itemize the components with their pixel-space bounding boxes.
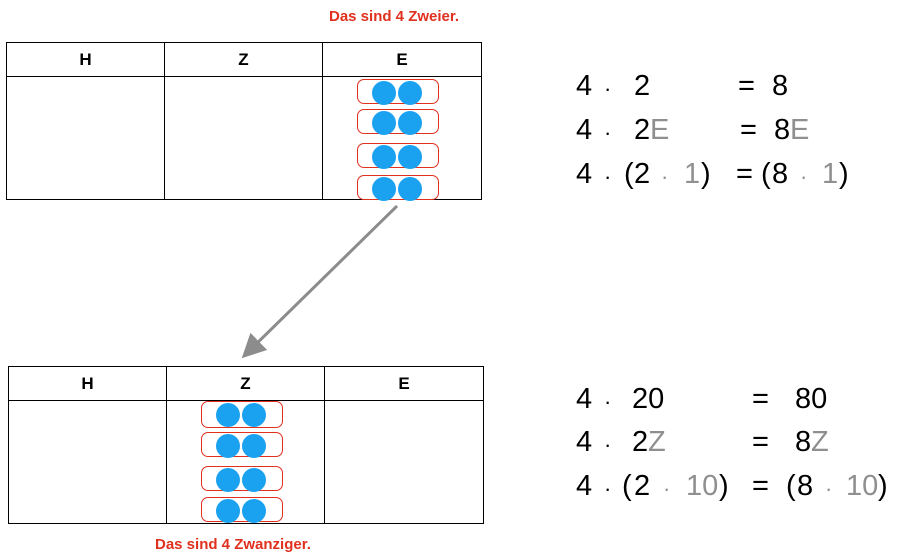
eq-bot-1-b: 20 — [632, 383, 665, 415]
top-place-value-table: H Z E — [6, 42, 482, 201]
eq-top-2-a: 4 — [576, 114, 593, 146]
eq-bot-2-r: 8 — [795, 426, 812, 458]
blue-dot — [372, 144, 396, 169]
eq-bot-2-eq: = — [752, 426, 769, 458]
eq-top-3-mul: · — [661, 164, 669, 189]
eq-bot-3-r: 8 — [797, 470, 814, 502]
eq-bot-3-rl: ( — [786, 470, 796, 502]
eq-bot-3-a: 4 — [576, 470, 593, 502]
eq-bot-2-r-unit: Z — [811, 426, 829, 458]
eq-bot-3-rmul: · — [825, 476, 833, 501]
eq-top-3-lp: ( — [624, 158, 634, 190]
group-of-two — [201, 497, 283, 523]
group-of-two — [357, 79, 439, 105]
header-z: Z — [166, 366, 325, 401]
group-of-two — [201, 401, 283, 428]
group-of-two — [201, 432, 283, 458]
eq-bot-3-rr: ) — [878, 470, 888, 502]
eq-bot-2-b-unit: Z — [648, 426, 666, 458]
eq-bot-3-lp: ( — [622, 470, 632, 502]
eq-top-1-a: 4 — [576, 70, 593, 102]
eq-bot-1-a: 4 — [576, 383, 593, 415]
eq-top-3-op: · — [604, 164, 612, 189]
eq-top-1-r: 8 — [772, 70, 789, 102]
eq-top-2-r: 8 — [774, 114, 791, 146]
header-h: H — [8, 366, 167, 401]
cell-h — [8, 400, 167, 524]
blue-dot — [216, 433, 240, 458]
group-of-two — [357, 109, 439, 135]
eq-top-3-eq: = — [736, 158, 753, 190]
blue-dot — [242, 433, 266, 458]
blue-dot — [398, 80, 422, 105]
eq-bot-3-runit: 10 — [846, 470, 879, 502]
blue-dot — [216, 402, 240, 427]
eq-bot-3-eq: = — [752, 470, 769, 502]
blue-dot — [372, 80, 396, 105]
blue-dot — [242, 498, 266, 523]
eq-bot-3-mul: · — [663, 476, 671, 501]
blue-dot — [242, 402, 266, 427]
group-of-two — [357, 143, 439, 169]
eq-top-2-b-unit: E — [650, 114, 670, 146]
group-of-two — [201, 466, 283, 492]
top-caption: Das sind 4 Zweier. — [329, 8, 460, 25]
blue-dot — [398, 176, 422, 201]
eq-bot-2-a: 4 — [576, 426, 593, 458]
blue-dot — [372, 110, 396, 135]
eq-bot-3-rp: ) — [719, 470, 729, 502]
cell-e — [322, 76, 482, 201]
eq-bot-3-op: · — [604, 476, 612, 501]
eq-top-3-rr: ) — [839, 158, 849, 190]
blue-dot — [216, 467, 240, 492]
cell-z — [164, 76, 323, 200]
blue-dot — [398, 110, 422, 135]
eq-bot-3-unit: 10 — [686, 470, 719, 502]
eq-bot-1-op: · — [604, 389, 612, 414]
eq-top-2-b: 2 — [634, 114, 651, 146]
group-of-two — [357, 175, 439, 201]
eq-top-3-b: 2 — [634, 158, 651, 190]
blue-dot — [398, 144, 422, 169]
eq-bot-1-r: 80 — [795, 383, 828, 415]
arrow-line — [241, 204, 399, 359]
cell-z — [166, 400, 325, 524]
cell-e — [324, 400, 484, 524]
eq-top-3-unit: 1 — [684, 158, 701, 190]
eq-top-2-eq: = — [740, 114, 757, 146]
eq-top-3-r: 8 — [772, 158, 789, 190]
bottom-caption: Das sind 4 Zwanziger. — [155, 536, 311, 553]
header-e: E — [324, 366, 484, 401]
eq-top-1-op: · — [604, 76, 612, 101]
eq-bot-3-b: 2 — [634, 470, 651, 502]
eq-top-3-rmul: · — [800, 164, 808, 189]
eq-top-3-rp: ) — [701, 158, 711, 190]
eq-top-2-op: · — [604, 120, 612, 145]
eq-bot-1-eq: = — [752, 383, 769, 415]
bottom-place-value-table: H Z E — [8, 366, 484, 524]
header-h: H — [6, 42, 165, 77]
eq-top-3-a: 4 — [576, 158, 593, 190]
eq-bot-2-b: 2 — [632, 426, 649, 458]
eq-bot-2-op: · — [604, 432, 612, 457]
eq-top-1-eq: = — [738, 70, 755, 102]
eq-top-2-r-unit: E — [790, 114, 810, 146]
eq-top-3-runit: 1 — [822, 158, 839, 190]
blue-dot — [372, 176, 396, 201]
eq-top-3-rl: ( — [761, 158, 771, 190]
eq-top-1-b: 2 — [634, 70, 651, 102]
blue-dot — [216, 498, 240, 523]
blue-dot — [242, 467, 266, 492]
